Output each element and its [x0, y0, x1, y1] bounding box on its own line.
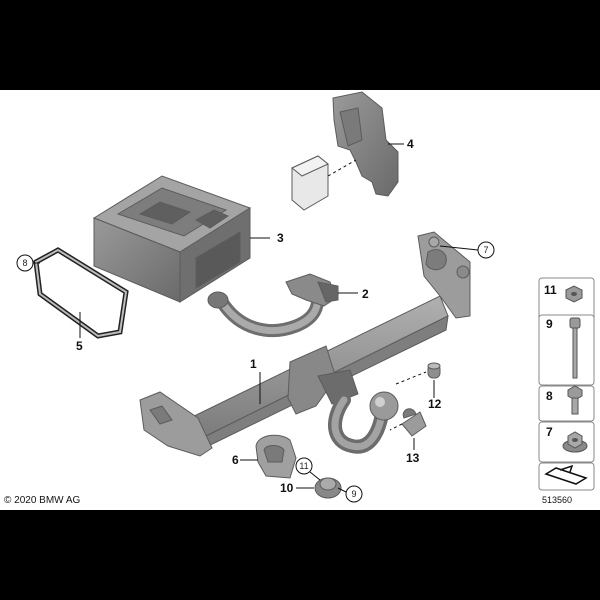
callout-1: 1: [250, 357, 257, 371]
hex-bolt-icon: [567, 385, 583, 415]
part-3-storage-box[interactable]: [92, 175, 270, 303]
copyright-text: © 2020 BMW AG: [4, 495, 81, 506]
callout-7-circle: 7: [439, 241, 495, 259]
arrow-symbol-icon: [544, 464, 588, 485]
part-13-clip[interactable]: [389, 408, 427, 450]
hex-nut-icon: [565, 285, 583, 303]
callout-10: 10: [280, 481, 294, 495]
callout-4: 4: [407, 137, 414, 151]
callout-13: 13: [406, 451, 420, 465]
part-1-tow-bar[interactable]: [139, 231, 471, 457]
callout-2: 2: [362, 287, 369, 301]
callout-5: 5: [76, 339, 83, 353]
svg-text:9: 9: [351, 489, 356, 499]
callout-8-circle: 8: [16, 254, 40, 272]
legend-number-7: 7: [546, 425, 553, 439]
callout-6: 6: [232, 453, 239, 467]
part-4-bracket[interactable]: [291, 91, 399, 211]
bolt-icon: [569, 317, 581, 379]
svg-text:7: 7: [483, 245, 488, 255]
part-12-cap[interactable]: [395, 362, 441, 398]
legend-number-9: 9: [546, 317, 553, 331]
legend-number-8: 8: [546, 389, 553, 403]
callout-9-circle: 9: [337, 485, 363, 503]
svg-text:8: 8: [22, 258, 27, 268]
callout-12: 12: [428, 397, 442, 411]
part-10-grommet[interactable]: [296, 477, 342, 499]
part-6-clip[interactable]: [240, 434, 297, 479]
diagram-number: 513560: [542, 495, 572, 505]
legend-number-11: 11: [544, 283, 557, 297]
callout-11-circle: 11: [295, 457, 321, 481]
diagram-frame: 4 3 2 5 1 6 10 12 13 8 7 11 9 11: [0, 90, 600, 510]
parts-diagram: 4 3 2 5 1 6 10 12 13 8 7 11 9 11: [4, 91, 595, 506]
part-5-gasket-frame[interactable]: [33, 247, 129, 339]
svg-text:11: 11: [299, 461, 308, 471]
collar-nut-icon: [562, 431, 588, 453]
callout-3: 3: [277, 231, 284, 245]
part-2-wiring-hose[interactable]: [207, 273, 358, 338]
side-legend: 11 9 8 7: [538, 277, 595, 491]
